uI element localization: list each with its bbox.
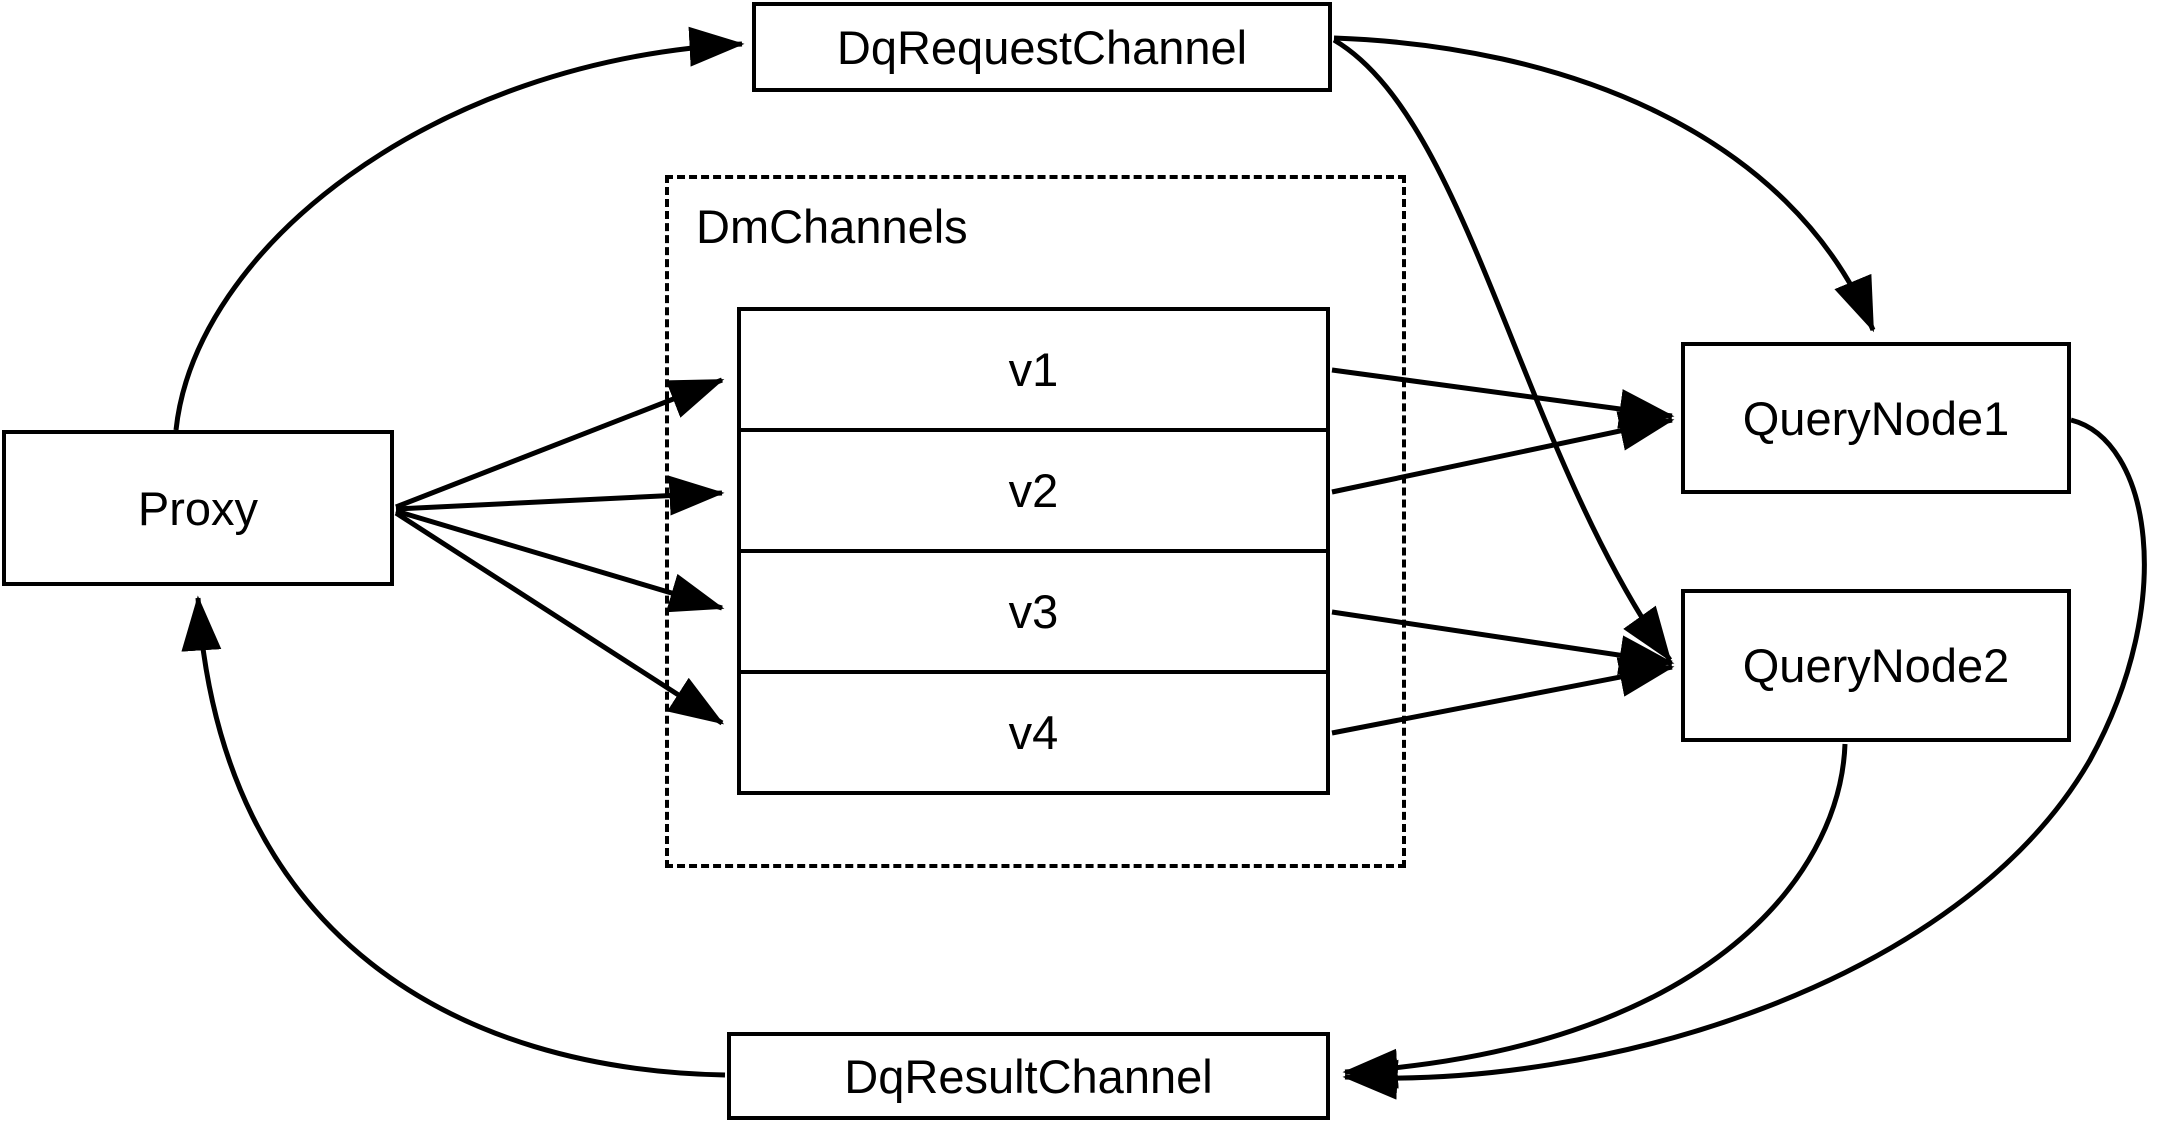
node-query-node-1-label: QueryNode1 [1742, 391, 2010, 445]
vchannel-row-v4[interactable]: v4 [741, 674, 1326, 791]
vchannel-row-v1-label: v1 [1008, 343, 1059, 396]
vchannel-row-v4-label: v4 [1008, 706, 1059, 759]
dm-channels-group-label: DmChannels [696, 200, 968, 253]
edge-v3-to-query-node-2 [1331, 609, 1675, 675]
edge-dq-request-channel-to-query-node-2 [1332, 37, 1673, 663]
edge-v1-to-query-node-1 [1331, 367, 1675, 429]
edge-query-node-2-to-dq-result-channel [1342, 743, 1848, 1089]
vchannel-row-v3[interactable]: v3 [741, 553, 1326, 674]
edge-dq-request-channel-to-query-node-1 [1333, 35, 1876, 333]
vchannel-row-v3-label: v3 [1008, 585, 1059, 638]
node-proxy[interactable]: Proxy [2, 430, 394, 586]
edge-v4-to-query-node-2 [1331, 657, 1675, 736]
vchannel-row-v2[interactable]: v2 [741, 432, 1326, 553]
node-dq-result-channel-label: DqResultChannel [844, 1049, 1213, 1103]
vchannel-row-v1[interactable]: v1 [741, 311, 1326, 432]
vchannel-table: v1 v2 v3 v4 [737, 307, 1330, 795]
node-dq-result-channel[interactable]: DqResultChannel [727, 1032, 1330, 1120]
node-query-node-2[interactable]: QueryNode2 [1681, 589, 2071, 742]
node-query-node-2-label: QueryNode2 [1742, 639, 2010, 692]
node-proxy-label: Proxy [137, 481, 259, 535]
edge-v2-to-query-node-1 [1331, 411, 1675, 495]
node-dq-request-channel[interactable]: DqRequestChannel [752, 2, 1332, 92]
edge-query-node-1-to-dq-result-channel [1342, 417, 2147, 1100]
dm-channels-group-boundary [665, 175, 1406, 868]
edge-proxy-to-dq-request-channel [173, 26, 745, 431]
node-dq-request-channel-label: DqRequestChannel [836, 20, 1248, 74]
edge-dq-result-channel-to-proxy [181, 595, 726, 1078]
node-query-node-1[interactable]: QueryNode1 [1681, 342, 2071, 494]
vchannel-row-v2-label: v2 [1008, 464, 1059, 517]
